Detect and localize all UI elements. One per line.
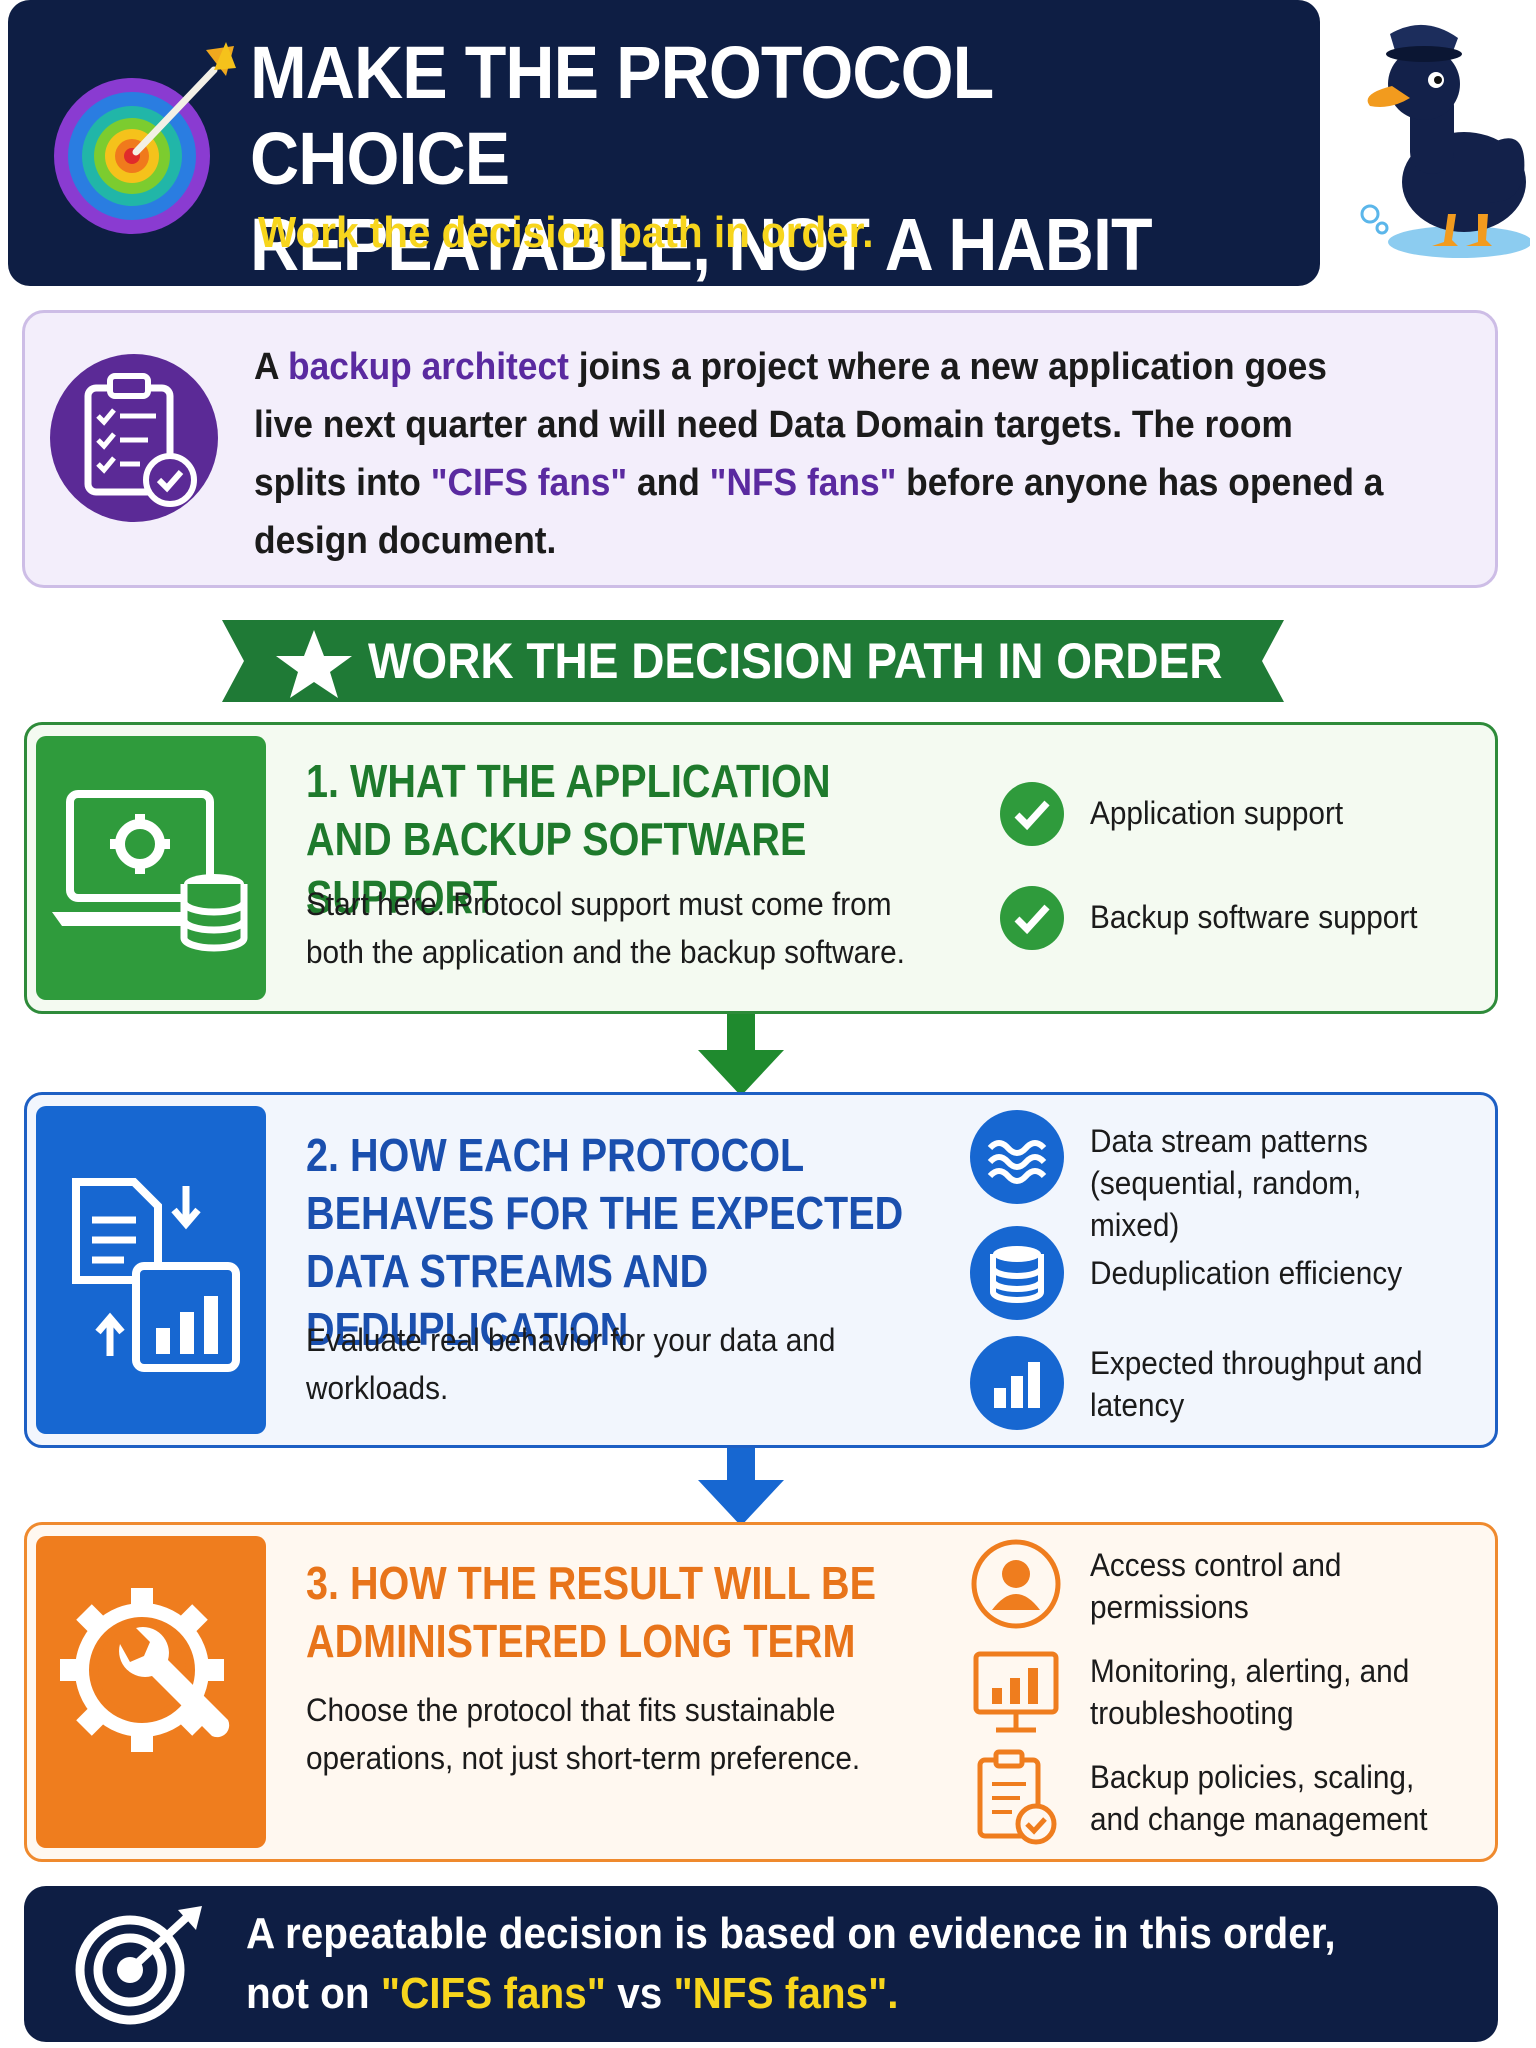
- wave-stream-icon: [970, 1110, 1064, 1204]
- feature-application-support: Application support: [1090, 795, 1344, 831]
- feature-deduplication-efficiency: Deduplication efficiency: [1090, 1255, 1403, 1291]
- nfs-highlight: "NFS fans": [709, 462, 897, 504]
- page-subtitle: Work the decision path in order.: [258, 208, 874, 257]
- ribbon-label: WORK THE DECISION PATH IN ORDER: [368, 633, 1223, 689]
- user-icon: [971, 1539, 1061, 1629]
- step-3-tile: [36, 1536, 266, 1848]
- database-icon: [970, 1226, 1064, 1320]
- duck-mascot-icon: [1360, 24, 1530, 258]
- feature-backup-policies: Backup policies, scaling, and change man…: [1090, 1759, 1428, 1837]
- step-3-title: 3. HOW THE RESULT WILL BE ADMINISTERED L…: [306, 1557, 876, 1667]
- bar-chart-icon: [970, 1336, 1064, 1430]
- title-line-1: MAKE THE PROTOCOL CHOICE: [250, 31, 993, 200]
- step-3-description: Choose the protocol that fits sustainabl…: [306, 1692, 861, 1776]
- check-icon: [1000, 782, 1064, 846]
- step-2-title: 2. HOW EACH PROTOCOL BEHAVES FOR THE EXP…: [306, 1129, 904, 1355]
- step-1-tile: [36, 736, 266, 1000]
- role-highlight: backup architect: [288, 346, 569, 388]
- laptop-gear-database-icon: [52, 790, 248, 952]
- feature-access-control: Access control and permissions: [1090, 1547, 1342, 1625]
- down-arrow-icon: [698, 1448, 784, 1526]
- star-icon: [276, 630, 352, 698]
- document-chart-transfer-icon: [72, 1178, 240, 1372]
- bullseye-arrow-icon: [75, 1906, 202, 2025]
- gear-wrench-icon: [60, 1588, 230, 1752]
- feature-throughput-latency: Expected throughput and latency: [1090, 1345, 1423, 1423]
- feature-backup-software-support: Backup software support: [1090, 899, 1418, 935]
- feature-data-stream-patterns: Data stream patterns (sequential, random…: [1090, 1123, 1368, 1243]
- footer-nfs-highlight: "NFS fans": [673, 1969, 888, 2018]
- clipboard-check-icon: [977, 1749, 1057, 1845]
- monitor-chart-icon: [973, 1651, 1059, 1733]
- feature-monitoring: Monitoring, alerting, and troubleshootin…: [1090, 1653, 1410, 1731]
- step-1-title: 1. WHAT THE APPLICATION AND BACKUP SOFTW…: [306, 755, 831, 923]
- down-arrow-icon: [698, 1014, 784, 1096]
- section-ribbon: [222, 620, 1284, 702]
- clipboard-checklist-icon: [50, 354, 218, 522]
- intro-panel: [22, 310, 1498, 588]
- step-2-description: Evaluate real behavior for your data and…: [306, 1322, 836, 1406]
- step-3-card: [24, 1522, 1498, 1862]
- check-icon: [1000, 886, 1064, 950]
- footer-banner: [24, 1886, 1498, 2042]
- footer-text: A repeatable decision is based on eviden…: [246, 1909, 1336, 2018]
- target-arrow-icon: [54, 42, 236, 234]
- footer-cifs-highlight: "CIFS fans": [380, 1969, 606, 2018]
- step-1-description: Start here. Protocol support must come f…: [306, 886, 905, 970]
- cifs-highlight: "CIFS fans": [430, 462, 628, 504]
- step-2-card: [24, 1092, 1498, 1448]
- intro-text: A backup architect joins a project where…: [254, 346, 1384, 562]
- step-1-card: [24, 722, 1498, 1014]
- step-2-tile: [36, 1106, 266, 1434]
